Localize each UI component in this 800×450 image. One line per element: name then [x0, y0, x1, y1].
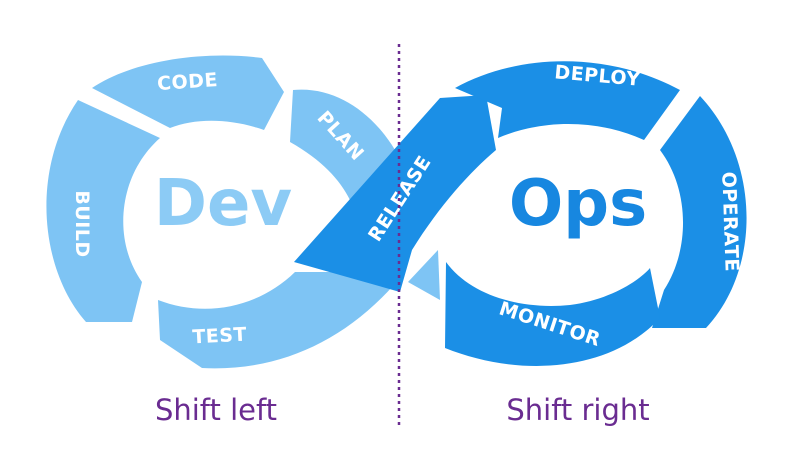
- monitor-corner-segment: [408, 250, 440, 300]
- operate-segment: [652, 96, 747, 328]
- test-label: TEST: [192, 324, 248, 349]
- deploy-segment: [455, 61, 680, 140]
- code-segment: [92, 55, 284, 130]
- release-segment: [294, 95, 496, 292]
- build-segment: [46, 100, 161, 322]
- dev-title: Dev: [154, 167, 292, 241]
- test-segment: [158, 272, 405, 369]
- build-label: BUILD: [71, 190, 93, 257]
- plan-segment: [290, 89, 395, 200]
- ops-loop: [294, 61, 747, 366]
- operate-label: OPERATE: [717, 171, 742, 272]
- ops-title: Ops: [509, 167, 647, 241]
- shift-right-caption: Shift right: [506, 393, 649, 427]
- shift-left-caption: Shift left: [155, 393, 277, 427]
- code-label: CODE: [156, 69, 218, 95]
- monitor-segment: [445, 262, 660, 366]
- dev-loop: [46, 55, 405, 369]
